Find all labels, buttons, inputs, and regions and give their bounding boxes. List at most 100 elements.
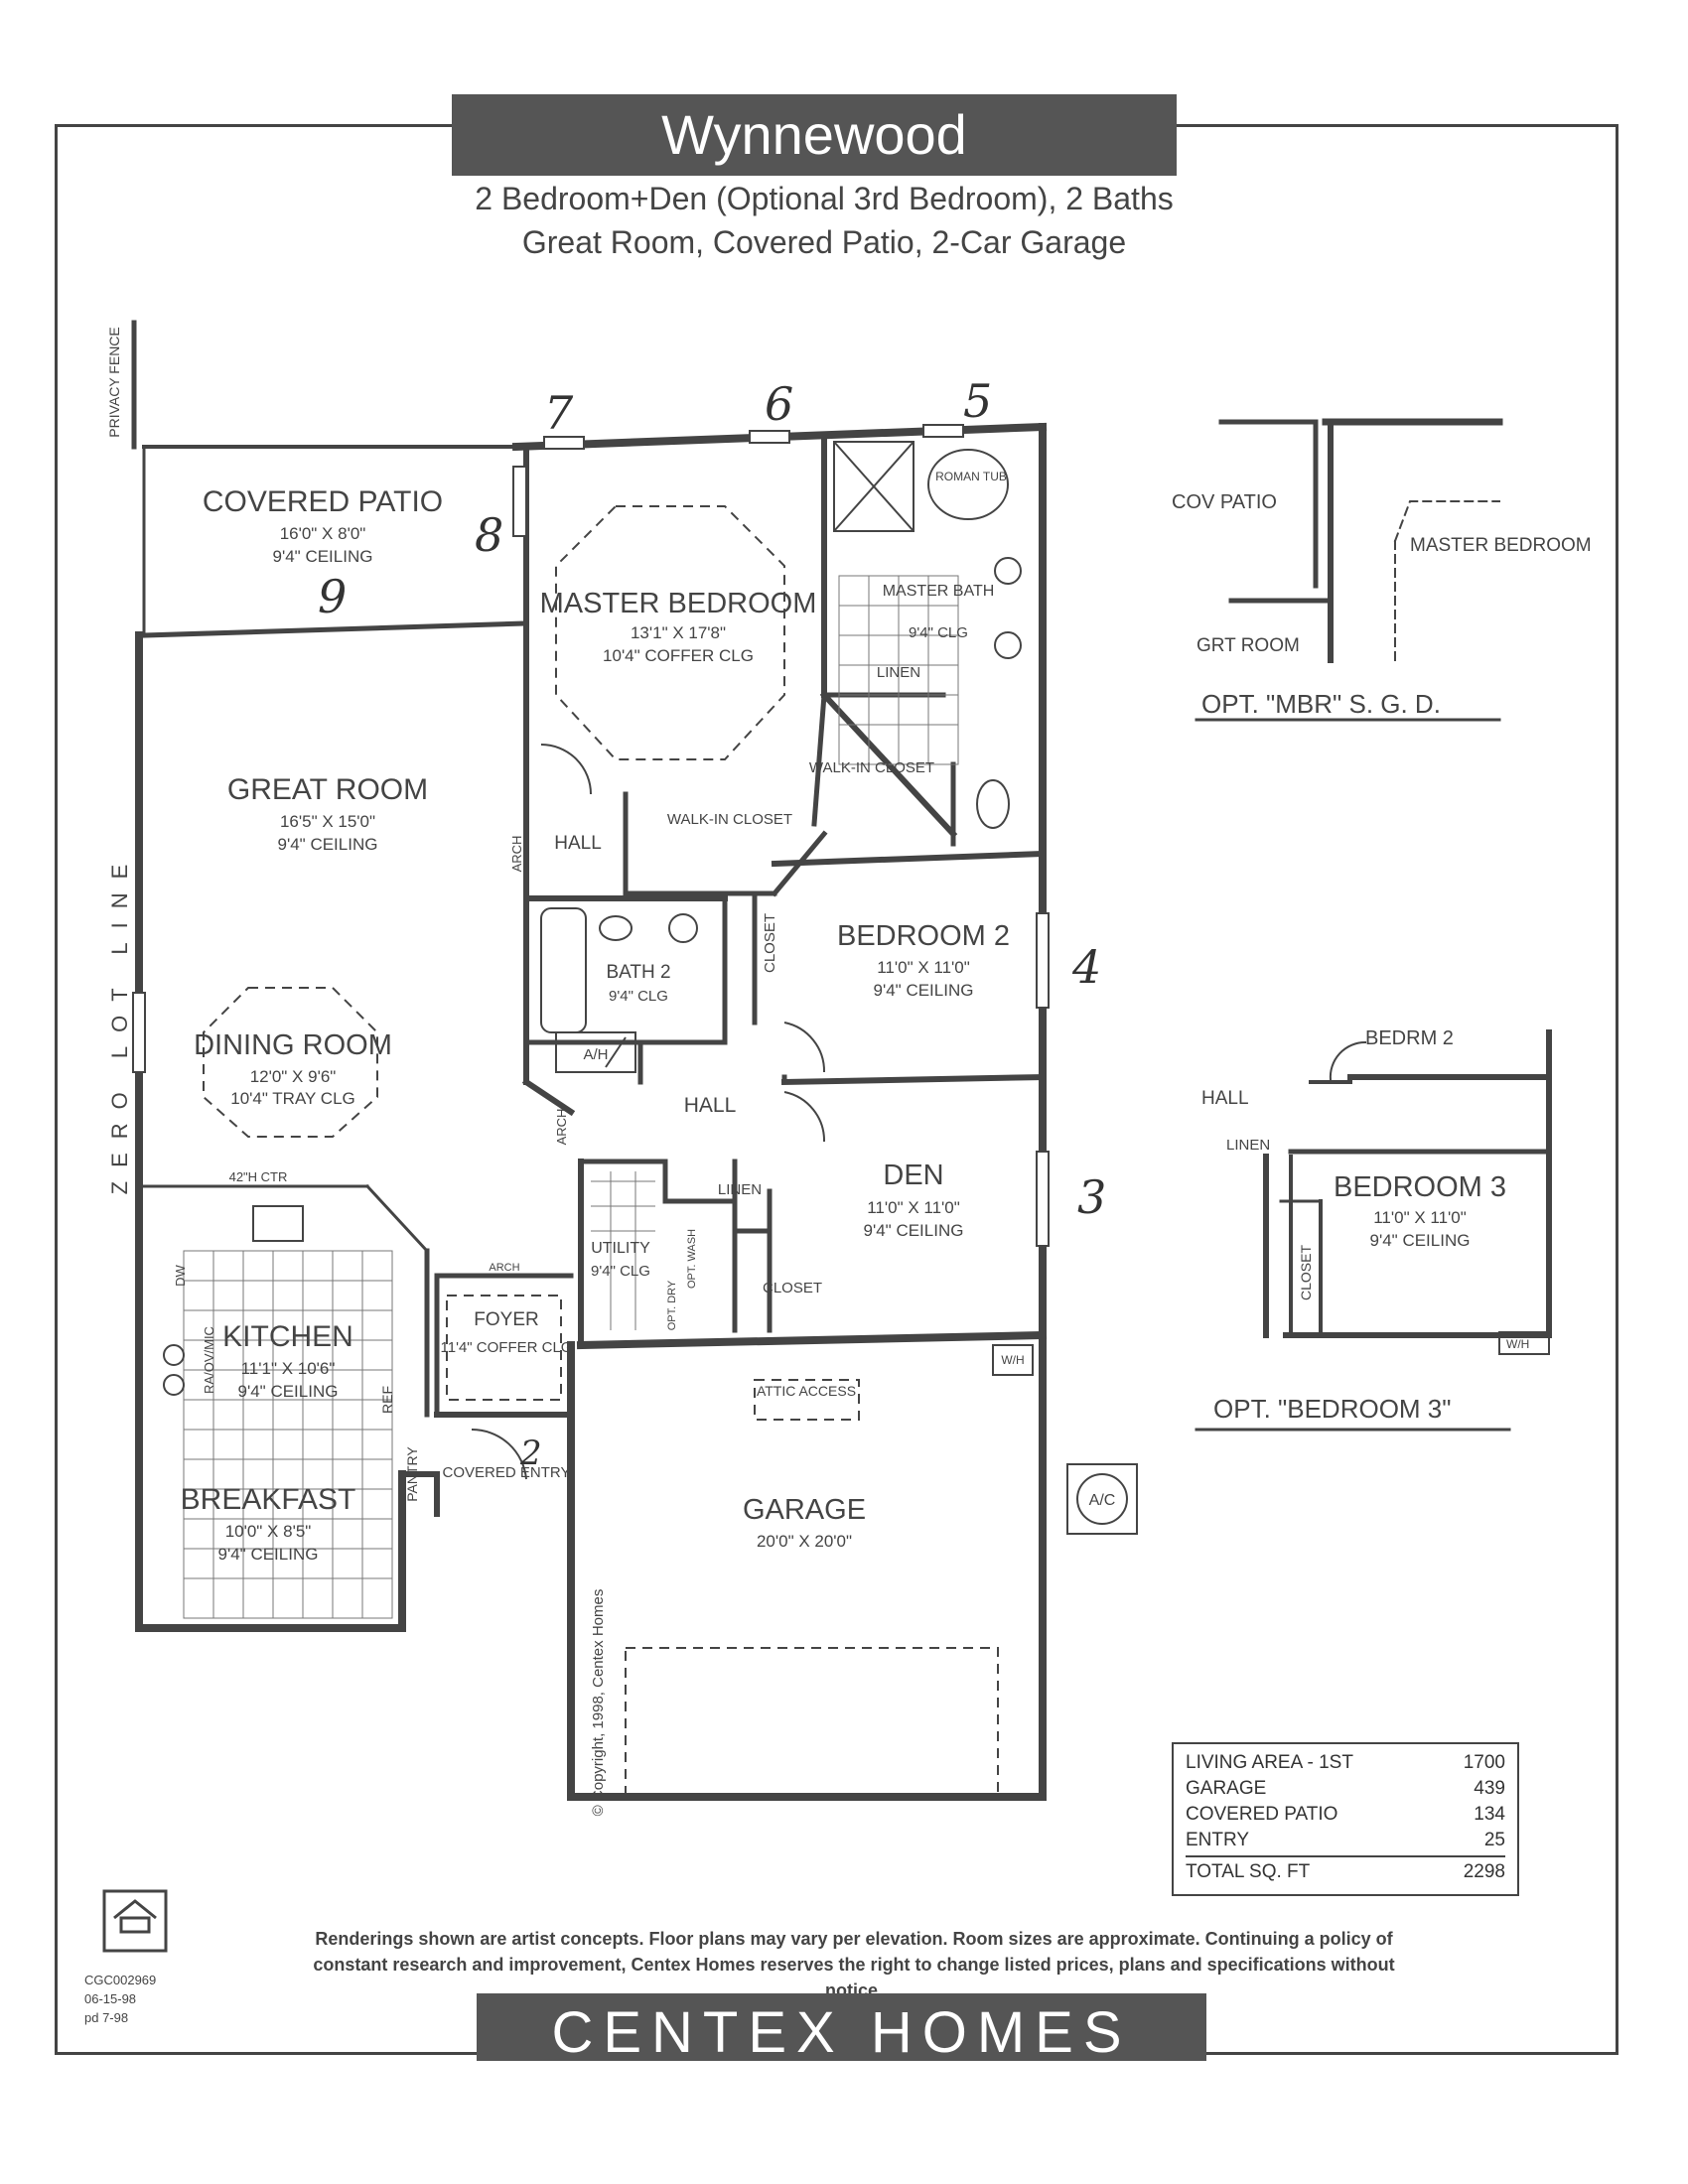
area-row-patio: COVERED PATIO 134 xyxy=(1186,1802,1505,1828)
opt-br3-linen-label: LINEN xyxy=(1226,1137,1270,1154)
bedroom2-ceiling: 9'4" CEILING xyxy=(874,981,974,1000)
area-row-garage: GARAGE 439 xyxy=(1186,1776,1505,1802)
master-bath-name: MASTER BATH xyxy=(883,583,995,600)
great-room-ceiling: 9'4" CEILING xyxy=(278,835,378,854)
den-size: 11'0" X 11'0" xyxy=(867,1198,960,1217)
kitchen-ceiling: 9'4" CEILING xyxy=(238,1382,339,1401)
opt-br3-size: 11'0" X 11'0" xyxy=(1373,1208,1467,1227)
area-row-label: ENTRY xyxy=(1186,1830,1250,1850)
master-hall-label: HALL xyxy=(554,833,602,854)
master-coffer-outline xyxy=(555,505,785,760)
window-4 xyxy=(1036,912,1050,1009)
dishwasher-label: DW xyxy=(173,1264,188,1286)
tile-floors xyxy=(183,575,959,1619)
master-bath-ceiling: 9'4" CLG xyxy=(909,624,968,641)
den-closet-label: CLOSET xyxy=(763,1280,822,1297)
master-shower xyxy=(833,441,914,532)
equal-housing-frame xyxy=(102,1889,168,1953)
opt-br3-bedrm2-label: BEDRM 2 xyxy=(1365,1027,1454,1049)
bath2-name: BATH 2 xyxy=(606,962,670,983)
disclaimer-line1: Renderings shown are artist concepts. Fl… xyxy=(315,1929,1393,1949)
kitchen-tile xyxy=(183,1250,393,1619)
handwritten-2: 2 xyxy=(519,1433,542,1473)
privacy-fence-label: PRIVACY FENCE xyxy=(106,327,122,438)
opt-br3-name: BEDROOM 3 xyxy=(1334,1171,1506,1203)
dining-room-name: DINING ROOM xyxy=(194,1029,392,1061)
bedroom2-closet-label: CLOSET xyxy=(762,913,778,973)
roman-tub-icon xyxy=(927,449,1009,520)
garage-size: 20'0" X 20'0" xyxy=(757,1532,852,1551)
kitchen-sink-icon xyxy=(252,1205,304,1242)
dining-tray-outline xyxy=(203,987,378,1138)
bath2-toilet-icon xyxy=(599,915,633,941)
great-room-size: 16'5" X 15'0" xyxy=(280,812,375,831)
bedroom2-size: 11'0" X 11'0" xyxy=(877,958,970,977)
area-total-value: 2298 xyxy=(1463,1861,1505,1882)
master-hall-arch-label: ARCH xyxy=(509,836,524,873)
covered-patio-name: COVERED PATIO xyxy=(203,485,443,518)
breakfast-size: 10'0" X 8'5" xyxy=(225,1522,312,1541)
den-door-swing xyxy=(783,1091,826,1143)
opt-br3-hall-label: HALL xyxy=(1201,1088,1249,1109)
equal-housing-house xyxy=(119,1916,151,1934)
plan-title: Wynnewood xyxy=(452,94,1177,176)
ac-label: A/C xyxy=(1089,1492,1116,1509)
breakfast-ceiling: 9'4" CEILING xyxy=(218,1545,319,1564)
kitchen-tile-grid xyxy=(184,1251,392,1618)
bath2-tub-icon xyxy=(540,907,587,1033)
window-5 xyxy=(922,424,964,438)
counter-angle xyxy=(364,1183,430,1254)
area-row-value: 1700 xyxy=(1463,1752,1505,1773)
master-bath-tile-grid xyxy=(839,576,958,764)
master-sink-2-icon xyxy=(994,631,1022,659)
master-bedroom-ceiling: 10'4" COFFER CLG xyxy=(603,646,754,665)
opt-wash-label: OPT. WASH xyxy=(686,1229,698,1289)
area-row-value: 25 xyxy=(1483,1830,1505,1850)
cooktop-burner-1-icon xyxy=(163,1344,185,1366)
window-6 xyxy=(749,430,790,444)
area-row-living: LIVING AREA - 1ST 1700 xyxy=(1186,1750,1505,1776)
master-bedroom-name: MASTER BEDROOM xyxy=(540,588,817,619)
hall-label: HALL xyxy=(684,1094,737,1117)
ah-slash xyxy=(605,1036,627,1068)
covered-entry-label: COVERED ENTRY xyxy=(443,1464,571,1481)
handwritten-notes: 7 6 5 8 9 4 3 2 xyxy=(318,374,1106,1473)
breakfast-name: BREAKFAST xyxy=(181,1483,356,1516)
ah-angle-wall xyxy=(521,1077,576,1117)
document-codes: CGC002969 06-15-98 pd 7-98 xyxy=(84,1971,156,2027)
area-row-value: 134 xyxy=(1474,1804,1505,1825)
bedroom2-south-wall xyxy=(780,1073,1047,1086)
pantry-label: PANTRY xyxy=(404,1446,420,1502)
cooktop-burner-2-icon xyxy=(163,1374,185,1396)
area-row-value: 439 xyxy=(1474,1778,1505,1799)
window-8 xyxy=(512,466,527,537)
water-heater-label: W/H xyxy=(1001,1353,1024,1367)
handwritten-8: 8 xyxy=(475,508,503,562)
covered-patio-ceiling: 9'4" CEILING xyxy=(273,547,373,566)
master-sink-1-icon xyxy=(994,557,1022,585)
master-bedroom-size: 13'1" X 17'8" xyxy=(631,623,726,642)
kitchen-name: KITCHEN xyxy=(222,1320,353,1353)
handwritten-7: 7 xyxy=(544,386,574,440)
ac-unit-box xyxy=(1066,1463,1138,1535)
garage-name: GARAGE xyxy=(743,1494,866,1526)
opt-mbr-inset xyxy=(1195,418,1503,722)
great-room-name: GREAT ROOM xyxy=(227,773,428,806)
air-handler-label: A/H xyxy=(583,1046,608,1063)
ac-unit-icon xyxy=(1076,1473,1128,1525)
opt-br3-door-swing xyxy=(1329,1040,1367,1082)
hall-arch-label: ARCH xyxy=(554,1109,569,1146)
area-row-label: LIVING AREA - 1ST xyxy=(1186,1752,1353,1773)
covered-patio-size: 16'0" X 8'0" xyxy=(280,524,366,543)
bath2-ceiling: 9'4" CLG xyxy=(609,988,668,1005)
water-heater-icon xyxy=(992,1344,1034,1376)
revision-code: pd 7-98 xyxy=(84,2010,129,2025)
opt-dry-label: OPT. DRY xyxy=(666,1280,678,1330)
opt-br3-wh-label: W/H xyxy=(1506,1337,1529,1351)
area-row-label: GARAGE xyxy=(1186,1778,1267,1799)
window-7 xyxy=(543,436,585,450)
plan-subtitle-line1: 2 Bedroom+Den (Optional 3rd Bedroom), 2 … xyxy=(475,181,1174,216)
bedroom2-north-wall xyxy=(771,850,1047,868)
opt-mbr-master-label: MASTER BEDROOM xyxy=(1410,535,1592,556)
opt-br3-ceiling: 9'4" CEILING xyxy=(1370,1231,1471,1250)
